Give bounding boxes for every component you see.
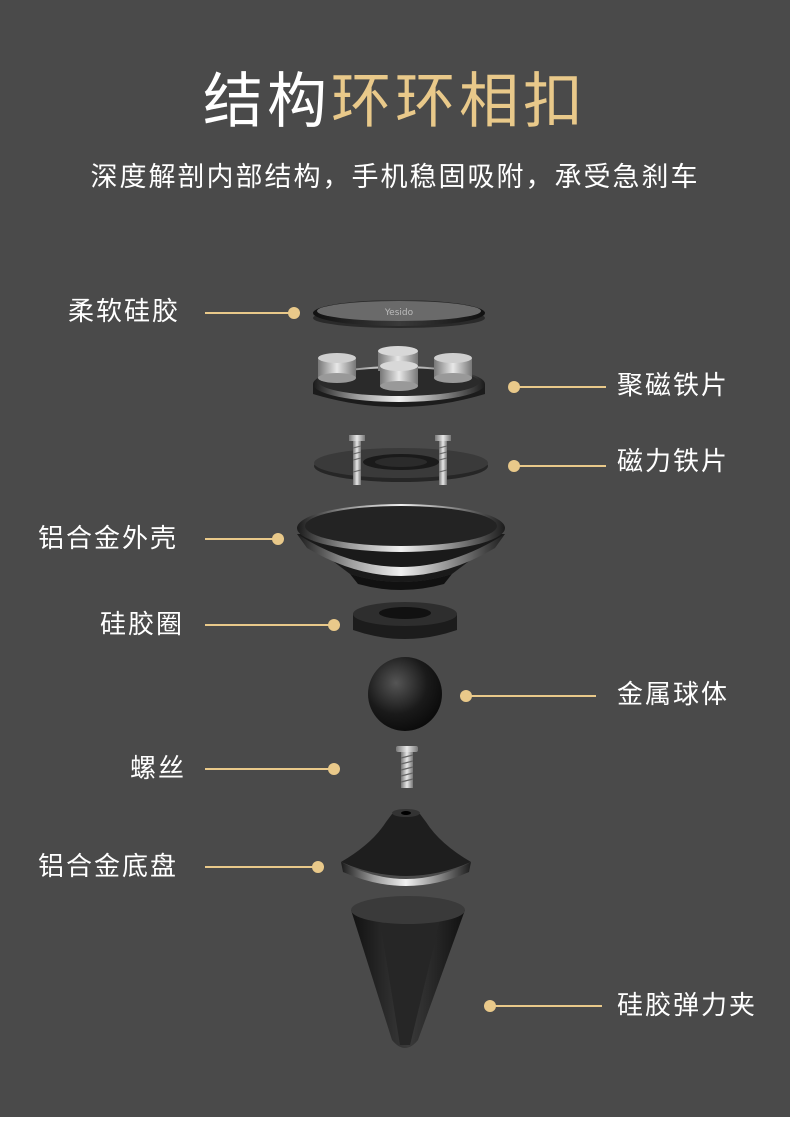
label-metal-ball: 金属球体 [617, 680, 730, 710]
magnet-plate [313, 346, 485, 407]
label-magnetic-iron: 磁力铁片 [617, 447, 730, 477]
leader-dot [508, 460, 520, 472]
leader-line [205, 866, 317, 868]
label-magnet-plate: 聚磁铁片 [617, 371, 730, 401]
leader-line [514, 465, 606, 467]
leader-line [205, 624, 333, 626]
label-screw: 螺丝 [130, 754, 187, 784]
alloy-shell [297, 504, 505, 590]
alloy-base [341, 809, 471, 886]
label-alloy-base: 铝合金底盘 [38, 852, 179, 882]
brand-logo: Yesido [384, 308, 414, 318]
leader-dot [312, 861, 324, 873]
leader-dot [460, 690, 472, 702]
leader-dot [508, 381, 520, 393]
silicone-clip [351, 896, 465, 1048]
leader-dot [328, 619, 340, 631]
silicone-ring [353, 602, 457, 639]
headline-part-gold: 环环相扣 [331, 67, 587, 137]
leader-line [514, 386, 606, 388]
leader-dot [328, 763, 340, 775]
leader-line [466, 695, 596, 697]
metal-ball [368, 657, 442, 731]
iron-plate [314, 435, 488, 485]
leader-line [205, 768, 333, 770]
screw [396, 746, 418, 788]
subtitle: 深度解剖内部结构，手机稳固吸附，承受急刹车 [90, 162, 700, 193]
label-silicone-clip: 硅胶弹力夹 [617, 991, 758, 1021]
leader-dot [288, 307, 300, 319]
silicone-disc: Yesido [313, 300, 485, 328]
leader-dot [484, 1000, 496, 1012]
label-alloy-shell: 铝合金外壳 [38, 524, 179, 554]
label-soft-silicone: 柔软硅胶 [68, 297, 181, 327]
leader-dot [272, 533, 284, 545]
leader-line [205, 538, 277, 540]
headline-part-white: 结构 [203, 67, 331, 137]
leader-line [490, 1005, 602, 1007]
label-silicone-ring: 硅胶圈 [100, 610, 185, 640]
leader-line [205, 312, 293, 314]
headline: 结构环环相扣 [0, 62, 790, 142]
